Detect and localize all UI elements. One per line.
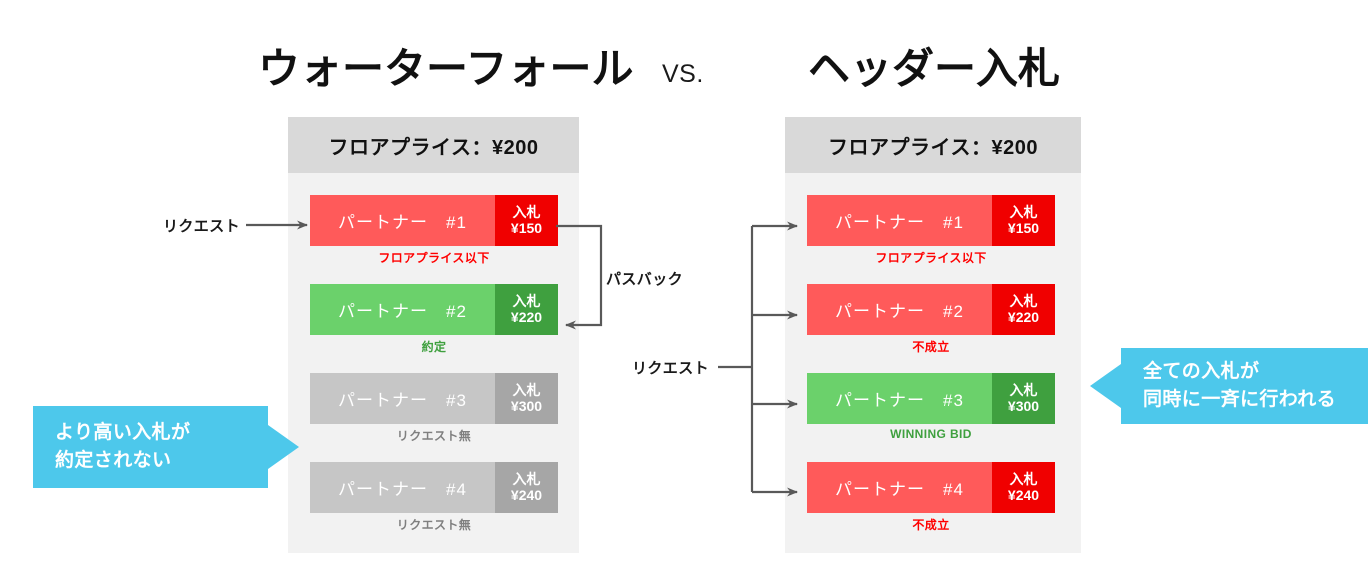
partner-bar[interactable]: パートナー #3 入札 ¥300 — [310, 373, 558, 424]
row-status-caption: リクエスト無 — [396, 429, 472, 443]
page-title-waterfall: ウォーターフォール — [258, 45, 634, 92]
bid-amount: ¥240 — [1007, 486, 1040, 503]
callout-header-bidding-benefit: 全ての入札が 同時に一斉に行われる — [1090, 348, 1368, 424]
header-bidding-floor-price-header: フロアプライス：¥200 — [785, 117, 1081, 173]
page-title-header-bidding: ヘッダー入札 — [808, 45, 1061, 92]
callout-right-line-2: 同時に一斉に行われる — [1143, 389, 1337, 410]
request-label-left: リクエスト — [163, 218, 241, 235]
bid-amount: ¥220 — [510, 308, 543, 325]
bid-label: 入札 — [512, 292, 541, 309]
bid-box: 入札 ¥220 — [992, 284, 1055, 335]
row-status-caption: 不成立 — [912, 518, 950, 532]
partner-name: パートナー #3 — [807, 373, 992, 424]
partner-name: パートナー #3 — [310, 373, 495, 424]
row-status-caption: リクエスト無 — [396, 518, 472, 532]
callout-right-line-1: 全ての入札が — [1143, 361, 1260, 383]
bid-amount: ¥240 — [510, 486, 543, 503]
bid-label: 入札 — [1009, 292, 1038, 309]
waterfall-row-3[interactable]: パートナー #3 入札 ¥300 リクエスト無 — [310, 373, 558, 444]
partner-bar[interactable]: パートナー #3 入札 ¥300 — [807, 373, 1055, 424]
bid-box: 入札 ¥300 — [992, 373, 1055, 424]
partner-name: パートナー #2 — [310, 284, 495, 335]
header-bidding-row-1[interactable]: パートナー #1 入札 ¥150 フロアプライス以下 — [807, 195, 1055, 266]
partner-name: パートナー #4 — [310, 462, 495, 513]
bid-amount: ¥300 — [510, 397, 543, 414]
row-status-caption: 不成立 — [912, 340, 950, 354]
partner-name: パートナー #1 — [310, 195, 495, 246]
partner-bar[interactable]: パートナー #1 入札 ¥150 — [310, 195, 558, 246]
partner-bar[interactable]: パートナー #2 入札 ¥220 — [807, 284, 1055, 335]
versus-label: VS. — [662, 60, 704, 88]
row-status-caption: 約定 — [421, 340, 447, 354]
partner-bar[interactable]: パートナー #4 入札 ¥240 — [310, 462, 558, 513]
request-label-right: リクエスト — [632, 360, 710, 377]
bid-box: 入札 ¥240 — [992, 462, 1055, 513]
bid-box: 入札 ¥300 — [495, 373, 558, 424]
bid-amount: ¥220 — [1007, 308, 1040, 325]
row-status-caption: フロアプライス以下 — [378, 251, 490, 265]
partner-name: パートナー #1 — [807, 195, 992, 246]
waterfall-row-2[interactable]: パートナー #2 入札 ¥220 約定 — [310, 284, 558, 355]
callout-waterfall-drawback: より高い入札が 約定されない — [33, 406, 299, 488]
header-bidding-row-3[interactable]: パートナー #3 入札 ¥300 WINNING BID — [807, 373, 1055, 441]
bid-label: 入札 — [1009, 470, 1038, 487]
bid-box: 入札 ¥220 — [495, 284, 558, 335]
bid-amount: ¥150 — [510, 219, 543, 236]
callout-left-line-1: より高い入札が — [55, 422, 191, 444]
partner-name: パートナー #4 — [807, 462, 992, 513]
callout-left-line-2: 約定されない — [55, 450, 172, 471]
passback-label: パスバック — [606, 271, 684, 288]
bid-label: 入札 — [512, 203, 541, 220]
bid-amount: ¥300 — [1007, 397, 1040, 414]
row-status-caption: WINNING BID — [890, 427, 972, 441]
row-status-caption: フロアプライス以下 — [875, 251, 987, 265]
waterfall-row-4[interactable]: パートナー #4 入札 ¥240 リクエスト無 — [310, 462, 558, 533]
waterfall-panel: フロアプライス：¥200 パートナー #1 入札 ¥150 フロアプライス以下 … — [288, 117, 579, 553]
partner-bar[interactable]: パートナー #4 入札 ¥240 — [807, 462, 1055, 513]
header-bidding-row-2[interactable]: パートナー #2 入札 ¥220 不成立 — [807, 284, 1055, 355]
bid-box: 入札 ¥240 — [495, 462, 558, 513]
bid-label: 入札 — [1009, 381, 1038, 398]
header-bidding-panel: フロアプライス：¥200 パートナー #1 入札 ¥150 フロアプライス以下 … — [785, 117, 1081, 553]
bid-box: 入札 ¥150 — [992, 195, 1055, 246]
bid-amount: ¥150 — [1007, 219, 1040, 236]
waterfall-floor-price-header: フロアプライス：¥200 — [288, 117, 579, 173]
bid-label: 入札 — [1009, 203, 1038, 220]
waterfall-row-1[interactable]: パートナー #1 入札 ¥150 フロアプライス以下 — [310, 195, 558, 266]
partner-bar[interactable]: パートナー #1 入札 ¥150 — [807, 195, 1055, 246]
header-bidding-row-4[interactable]: パートナー #4 入札 ¥240 不成立 — [807, 462, 1055, 533]
partner-bar[interactable]: パートナー #2 入札 ¥220 — [310, 284, 558, 335]
bid-label: 入札 — [512, 381, 541, 398]
bid-box: 入札 ¥150 — [495, 195, 558, 246]
bid-label: 入札 — [512, 470, 541, 487]
partner-name: パートナー #2 — [807, 284, 992, 335]
